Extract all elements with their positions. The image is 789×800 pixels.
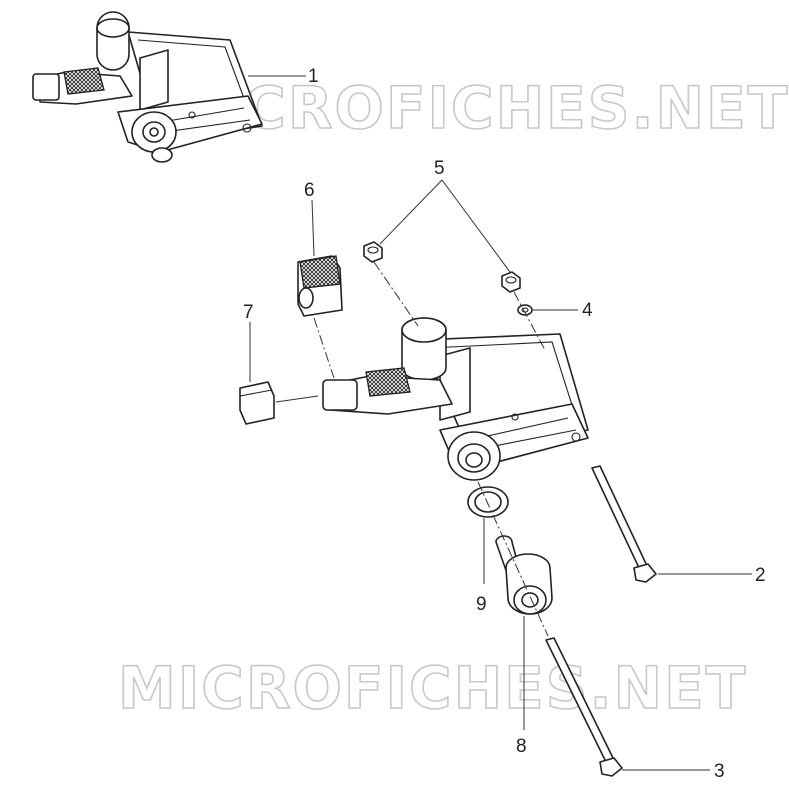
washer-4 [517, 304, 533, 316]
callout-6: 6 [304, 180, 315, 201]
footrest-arm [322, 317, 589, 481]
nut-5-right [501, 271, 521, 293]
spacer-ring-9 [467, 486, 509, 518]
callout-3: 3 [714, 761, 725, 782]
callout-1: 1 [308, 66, 319, 87]
callout-5: 5 [434, 158, 445, 179]
nut-5-left [363, 241, 383, 263]
leader-lines [248, 75, 752, 771]
callout-7: 7 [243, 302, 254, 323]
end-cap-7 [239, 381, 275, 425]
assembled-footrest [32, 11, 263, 163]
callout-8: 8 [516, 736, 527, 757]
callout-4: 4 [582, 300, 593, 321]
bushing-8 [495, 535, 553, 615]
bolt-3 [545, 637, 623, 777]
callout-2: 2 [755, 565, 766, 586]
watermark-top: MICROFICHES.NET [160, 74, 789, 142]
assembly-axes [313, 261, 549, 637]
callout-9: 9 [476, 594, 487, 615]
watermark-bottom: MICROFICHES.NET [118, 654, 747, 722]
rubber-grip-6 [297, 255, 343, 317]
bolt-2 [591, 465, 657, 583]
